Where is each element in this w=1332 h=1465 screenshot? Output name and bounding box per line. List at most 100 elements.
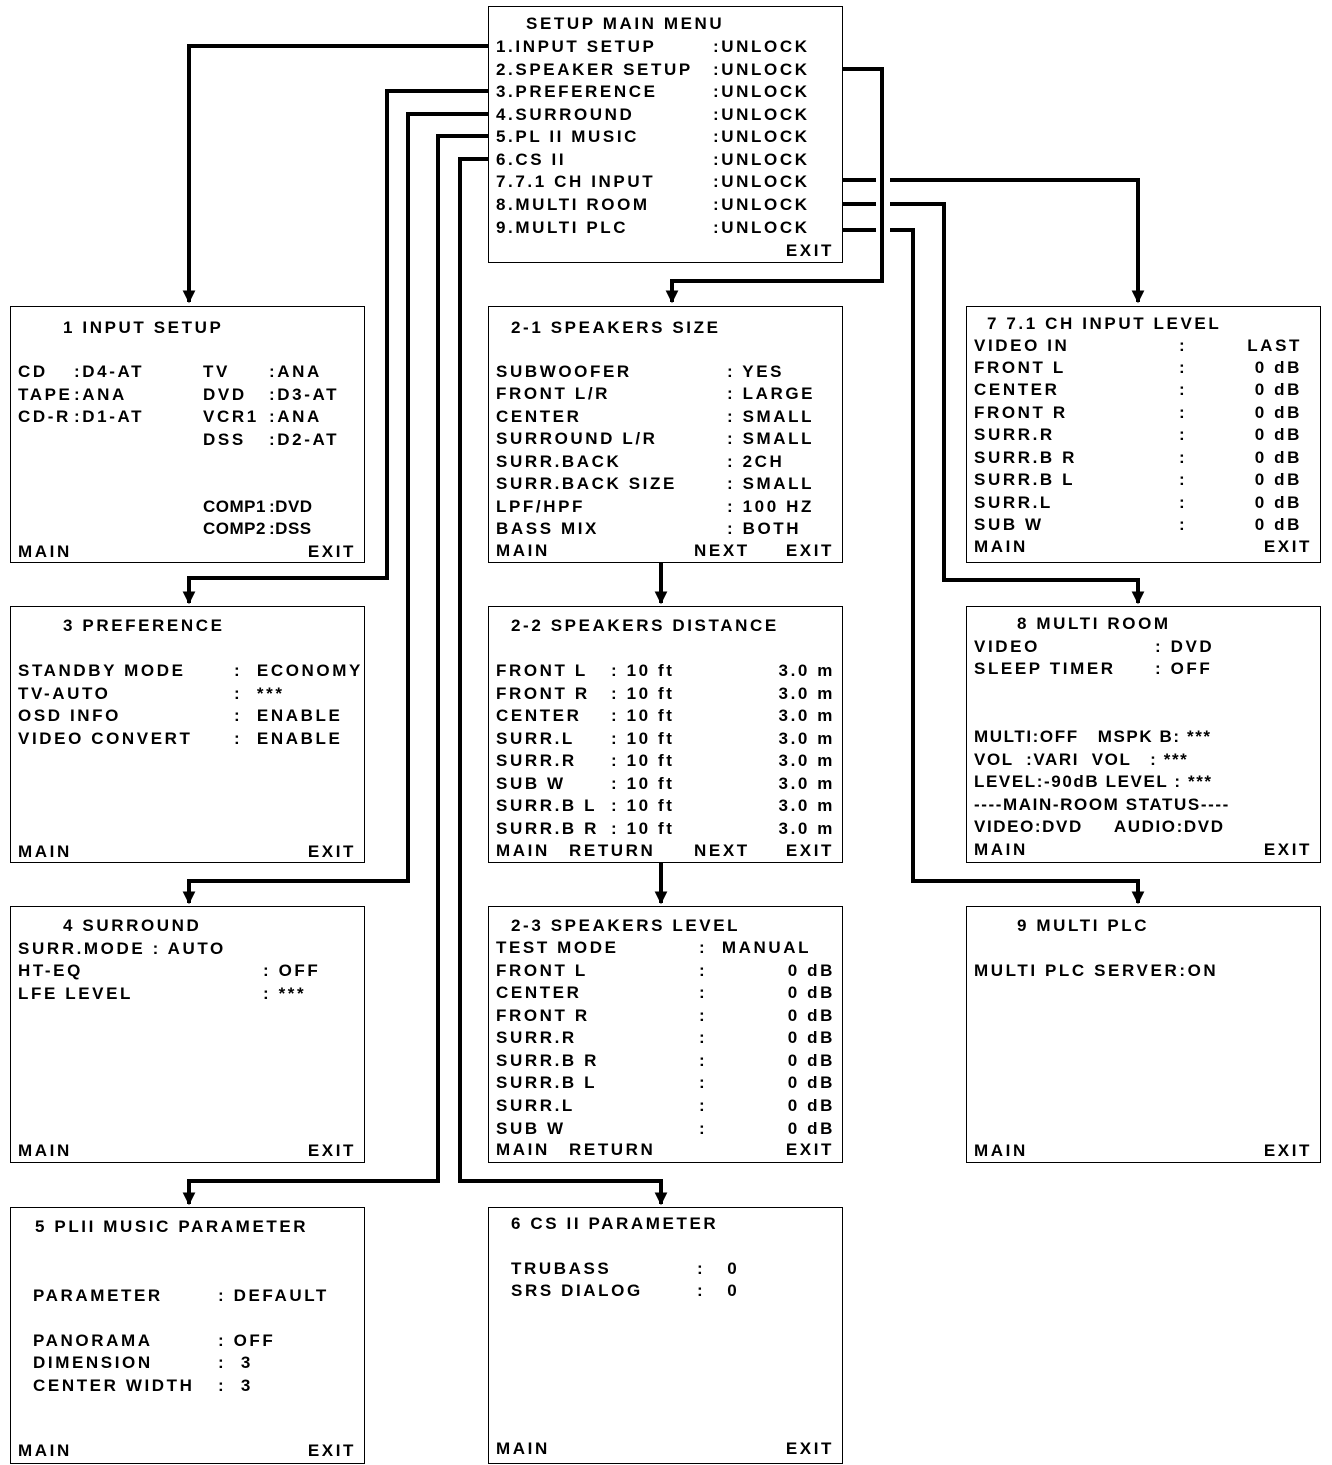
- ch71-row-value: 0 dB: [1254, 425, 1302, 444]
- video-in-value: LAST: [1247, 336, 1302, 355]
- size-row-value: : SMALL: [727, 474, 815, 493]
- menu-item-multi-room[interactable]: 8.MULTI ROOM: [496, 195, 650, 214]
- main-button[interactable]: MAIN: [974, 1141, 1028, 1160]
- exit-button[interactable]: EXIT: [1263, 1141, 1312, 1160]
- ch71-row-colon: :: [1179, 470, 1188, 489]
- menu-item-plii-music-status: :UNLOCK: [713, 127, 810, 146]
- surround-row-label: LFE LEVEL: [18, 984, 134, 1003]
- size-row-value: : SMALL: [727, 429, 815, 448]
- setup-main-menu: SETUP MAIN MENU 1.INPUT SETUP :UNLOCK 2.…: [488, 6, 843, 263]
- exit-button[interactable]: EXIT: [307, 1441, 356, 1460]
- video-in-colon: :: [1179, 336, 1188, 355]
- multi-status-line: MULTI:OFF MSPK B: ***: [974, 727, 1212, 746]
- main-button[interactable]: MAIN: [18, 1441, 72, 1460]
- level-row-label: CENTER: [496, 983, 582, 1002]
- menu-item-plii-music[interactable]: 5.PL II MUSIC: [496, 127, 640, 146]
- input-row-value: :ANA: [269, 407, 322, 426]
- menu-item-speaker-setup[interactable]: 2.SPEAKER SETUP: [496, 60, 693, 79]
- size-row-value: : LARGE: [727, 384, 816, 403]
- speakers-size-panel: 2-1 SPEAKERS SIZE SUBWOOFER : YES FRONT …: [488, 306, 843, 563]
- exit-button[interactable]: EXIT: [307, 842, 356, 861]
- size-row-label: SUBWOOFER: [496, 362, 632, 381]
- wire-71-input: [890, 178, 1145, 304]
- ch71-row-label: SURR.B R: [974, 448, 1077, 467]
- video-in-label: VIDEO IN: [974, 336, 1070, 355]
- return-button[interactable]: RETURN: [569, 841, 656, 860]
- menu-item-cs-ii-status: :UNLOCK: [713, 150, 810, 169]
- surround-row-value: : ***: [263, 984, 307, 1003]
- pref-row-label: VIDEO CONVERT: [18, 729, 193, 748]
- main-button[interactable]: MAIN: [496, 841, 550, 860]
- level-row-value: 0 dB: [787, 983, 835, 1002]
- surround-panel: 4 SURROUND SURR.MODE : AUTO HT-EQ : OFF …: [10, 906, 365, 1163]
- distance-row-label: SUB W: [496, 774, 566, 793]
- wire-surround: [182, 112, 488, 905]
- main-button[interactable]: MAIN: [18, 1141, 72, 1160]
- ch71-row-label: FRONT L: [974, 358, 1066, 377]
- ch71-row-value: 0 dB: [1254, 515, 1302, 534]
- level-row-colon: :: [699, 1096, 708, 1115]
- menu-item-input-setup[interactable]: 1.INPUT SETUP: [496, 37, 657, 56]
- main-button[interactable]: MAIN: [496, 541, 550, 560]
- ch71-row-label: CENTER: [974, 380, 1060, 399]
- menu-item-preference[interactable]: 3.PREFERENCE: [496, 82, 658, 101]
- ch71-row-label: SURR.L: [974, 493, 1053, 512]
- wire-speaker-setup: [665, 67, 884, 304]
- menu-item-multi-plc-status: :UNLOCK: [713, 218, 810, 237]
- distance-row-ft: : 10 ft: [611, 661, 675, 680]
- level-row-colon: :: [699, 983, 708, 1002]
- menu-item-71-ch-input-status: :UNLOCK: [713, 172, 810, 191]
- exit-button[interactable]: EXIT: [785, 541, 834, 560]
- main-button[interactable]: MAIN: [974, 840, 1028, 859]
- exit-button[interactable]: EXIT: [785, 1439, 834, 1458]
- cs-ii-panel: 6 CS II PARAMETER TRUBASS : 0 SRS DIALOG…: [488, 1207, 843, 1464]
- plii-row-value: : DEFAULT: [218, 1286, 329, 1305]
- distance-row-ft: : 10 ft: [611, 819, 675, 838]
- size-row-label: SURR.BACK: [496, 452, 622, 471]
- exit-button[interactable]: EXIT: [1263, 840, 1312, 859]
- size-row-value: : YES: [727, 362, 785, 381]
- main-button[interactable]: MAIN: [18, 842, 72, 861]
- main-button[interactable]: MAIN: [974, 537, 1028, 556]
- level-row-colon: :: [699, 1051, 708, 1070]
- exit-button[interactable]: EXIT: [1263, 537, 1312, 556]
- cs-row-label: TRUBASS: [511, 1259, 612, 1278]
- input-row-value: :ANA: [74, 385, 127, 404]
- distance-row-m: 3.0 m: [778, 796, 835, 815]
- plii-row-label: DIMENSION: [33, 1353, 153, 1372]
- menu-item-speaker-setup-status: :UNLOCK: [713, 60, 810, 79]
- return-button[interactable]: RETURN: [569, 1140, 656, 1159]
- main-button[interactable]: MAIN: [18, 542, 72, 561]
- size-row-value: : 2CH: [727, 452, 785, 471]
- exit-button[interactable]: EXIT: [785, 841, 834, 860]
- exit-button[interactable]: EXIT: [307, 1141, 356, 1160]
- comp-value: :DVD: [269, 497, 313, 516]
- menu-item-multi-plc[interactable]: 9.MULTI PLC: [496, 218, 629, 237]
- cs-row-value: : 0: [697, 1259, 740, 1278]
- main-button[interactable]: MAIN: [496, 1439, 550, 1458]
- input-row-label: CD-R: [18, 407, 71, 426]
- exit-button[interactable]: EXIT: [307, 542, 356, 561]
- level-row-value: 0 dB: [787, 1028, 835, 1047]
- pref-row-label: OSD INFO: [18, 706, 121, 725]
- exit-button[interactable]: EXIT: [785, 1140, 834, 1159]
- input-row-label: VCR1: [203, 407, 259, 426]
- main-menu-exit[interactable]: EXIT: [785, 241, 834, 260]
- ch71-input-panel: 7 7.1 CH INPUT LEVEL VIDEO IN : LAST FRO…: [966, 306, 1321, 563]
- ch71-row-label: SURR.R: [974, 425, 1055, 444]
- size-row-value: : SMALL: [727, 407, 815, 426]
- next-button[interactable]: NEXT: [694, 541, 750, 560]
- menu-item-cs-ii[interactable]: 6.CS II: [496, 150, 567, 169]
- multi-row-label: SLEEP TIMER: [974, 659, 1116, 678]
- distance-row-m: 3.0 m: [778, 751, 835, 770]
- distance-row-label: FRONT R: [496, 684, 590, 703]
- menu-item-71-ch-input[interactable]: 7.7.1 CH INPUT: [496, 172, 656, 191]
- next-button[interactable]: NEXT: [694, 841, 750, 860]
- wire-multi-room: [890, 202, 1145, 605]
- menu-item-surround[interactable]: 4.SURROUND: [496, 105, 635, 124]
- comp-label: COMP2: [203, 519, 266, 538]
- main-button[interactable]: MAIN: [496, 1140, 550, 1159]
- pref-row-value: : ***: [234, 684, 285, 703]
- menu-item-preference-status: :UNLOCK: [713, 82, 810, 101]
- ch71-row-colon: :: [1179, 380, 1188, 399]
